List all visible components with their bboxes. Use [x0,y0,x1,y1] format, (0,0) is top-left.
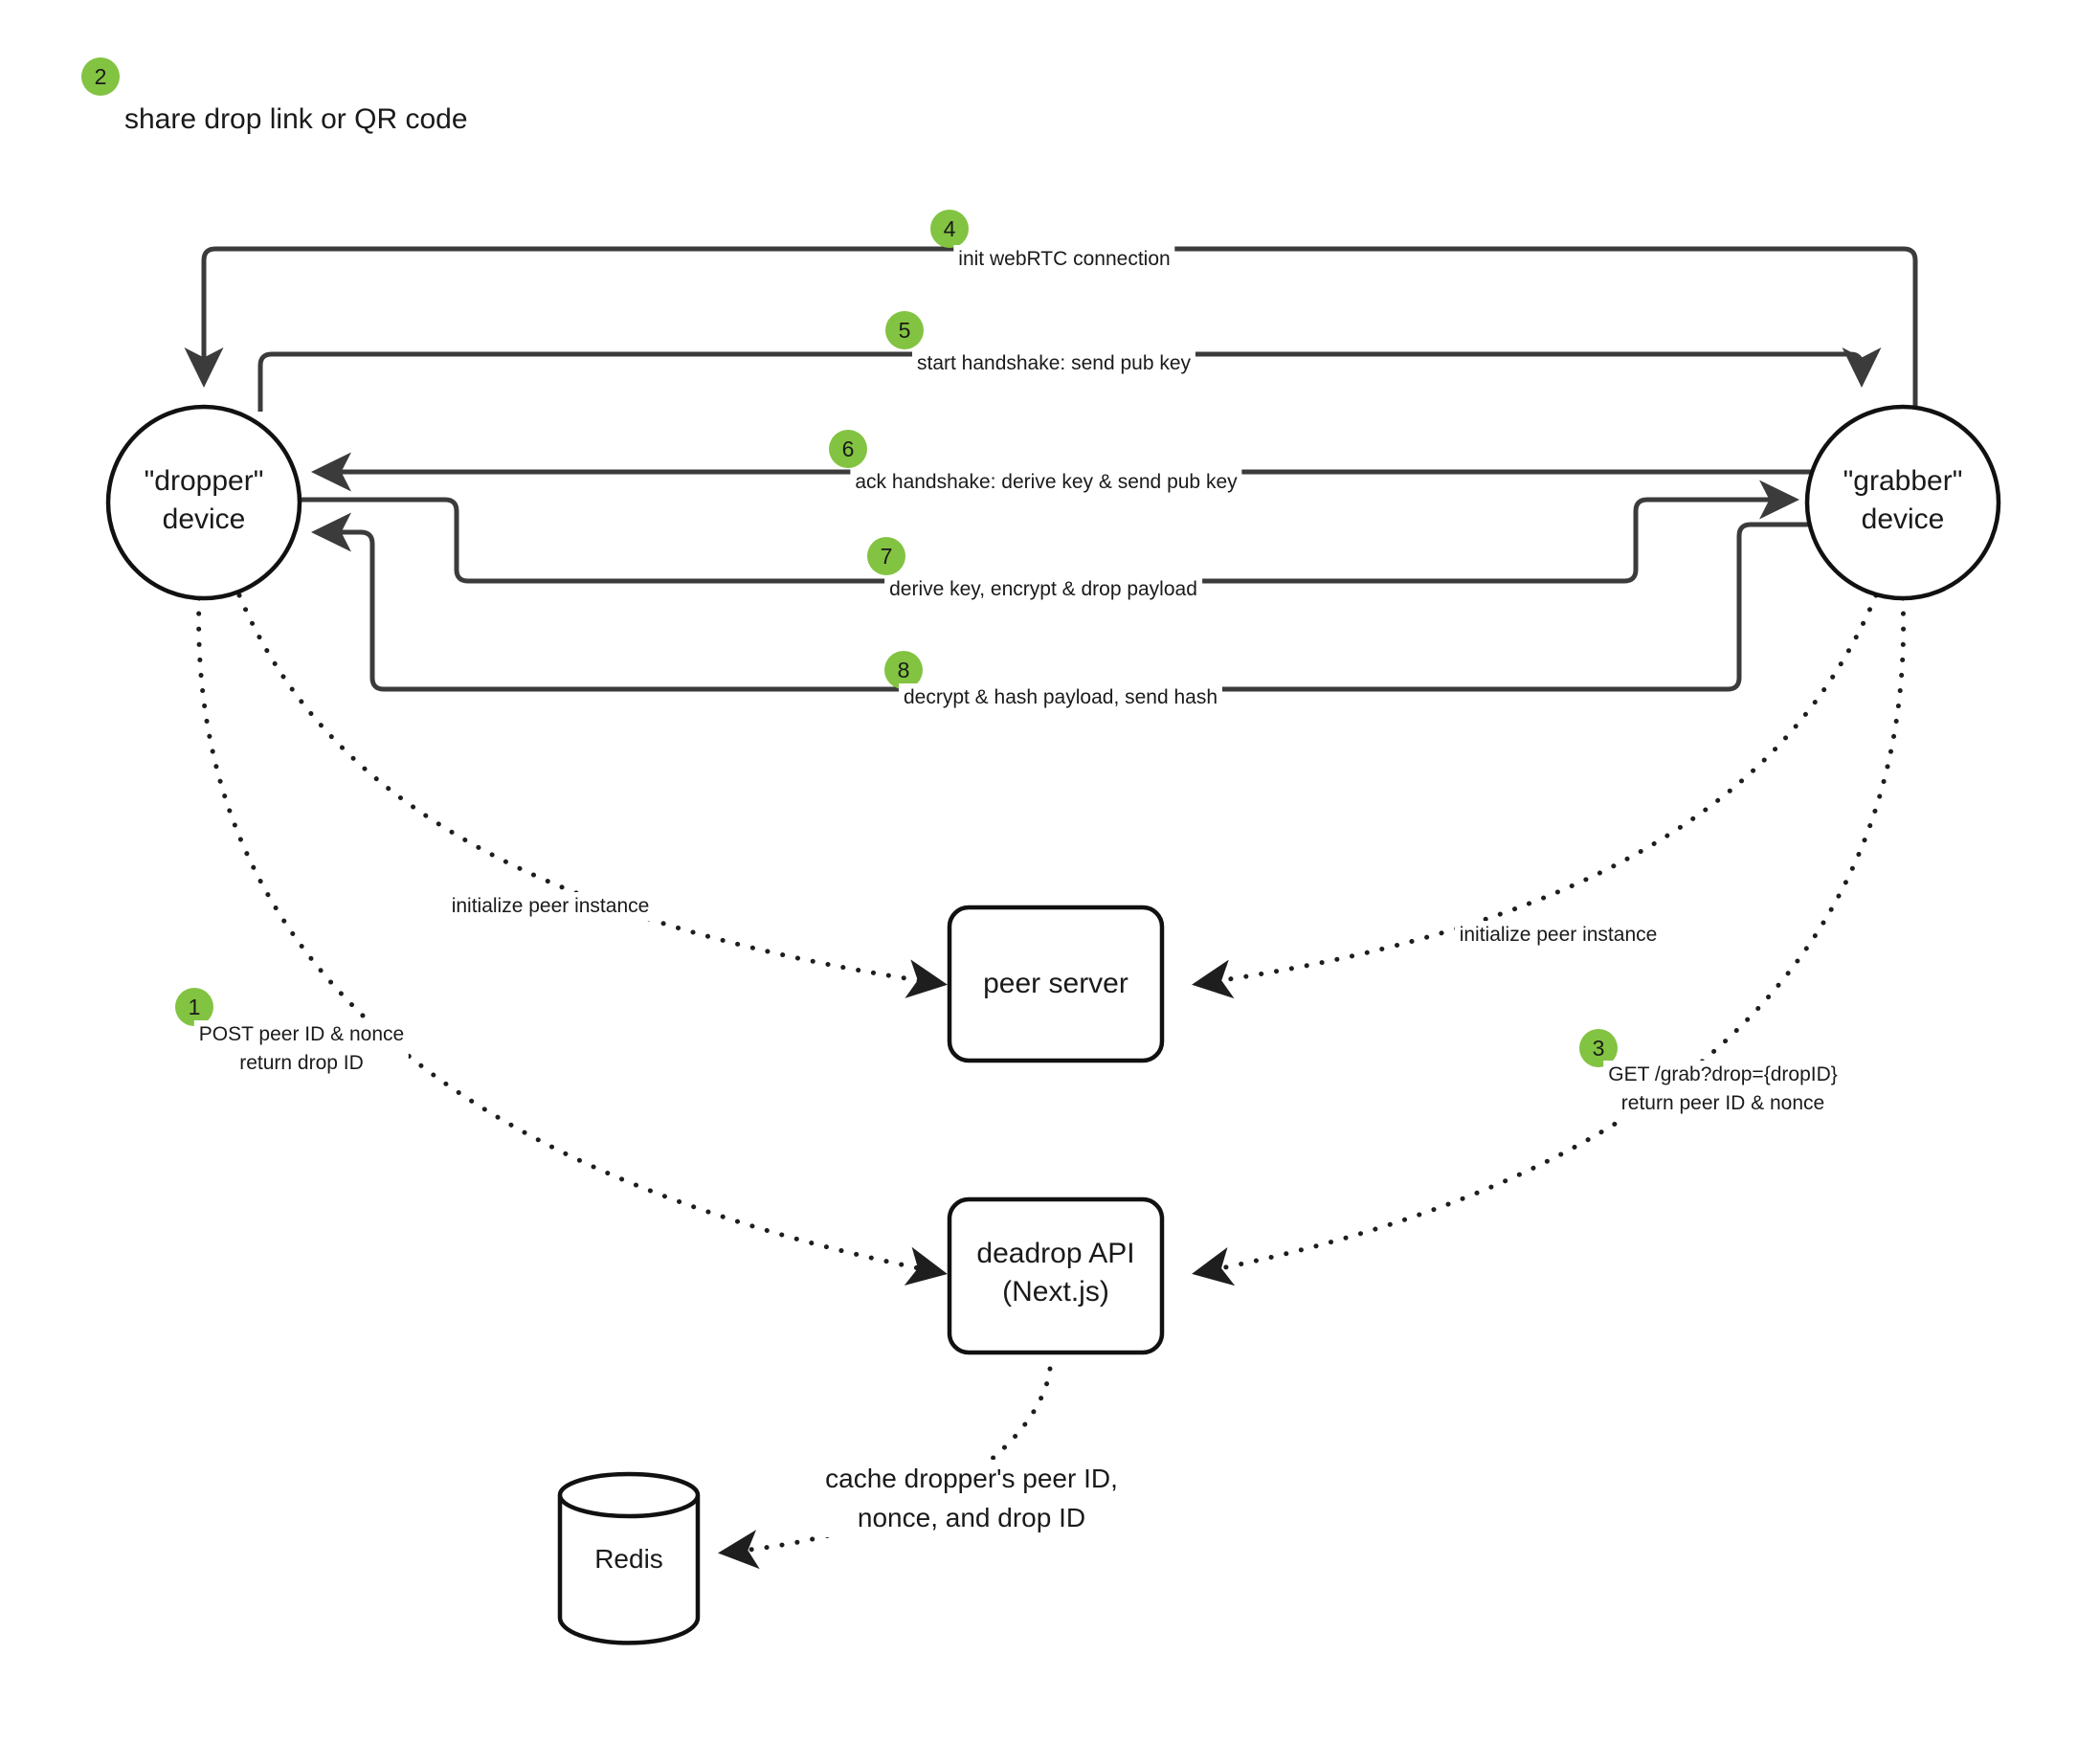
step-badge-4: 4 [930,210,969,248]
step-badge-7: 7 [867,537,905,575]
step-badge-6: 6 [829,430,867,468]
edge-path-7 [279,480,1799,584]
edge-path-3 [1192,595,1907,1286]
step-badge-1: 1 [175,988,213,1026]
node-shape-grabber [1804,404,2001,601]
step-badge-2: 2 [81,57,120,96]
edge-label-init-peer-right: initialize peer instance [1454,921,1663,950]
step-badge-5: 5 [885,311,924,349]
edge-label-init-peer-left: initialize peer instance [446,892,655,922]
edge-path-1 [196,595,948,1286]
node-shape-redis-top [557,1471,701,1519]
share-drop-link-note: share drop link or QR code [124,103,468,135]
edge-label-6: ack handshake: derive key & send pub key [850,468,1242,498]
step-badge-8: 8 [884,651,923,689]
node-shape-redis [557,1495,701,1645]
edge-path-cache [718,1366,1053,1570]
node-shape-deadrop-api [947,1196,1165,1355]
edge-label-cache: cache dropper's peer ID, nonce, and drop… [820,1460,1123,1538]
edge-label-1: POST peer ID & nonce return drop ID [193,1020,410,1079]
node-shape-dropper [105,404,302,601]
edge-path-8 [311,512,1827,692]
edge-label-4: init webRTC connection [953,245,1175,275]
edge-label-3: GET /grab?drop={dropID} return peer ID &… [1603,1061,1843,1119]
edge-path-init-peer-left [236,593,948,998]
edge-label-8: decrypt & hash payload, send hash [898,683,1223,713]
edge-label-5: start handshake: send pub key [911,349,1196,379]
edge-label-7: derive key, encrypt & drop payload [884,575,1202,605]
edge-path-init-peer-right [1192,593,1879,999]
node-shape-peer-server [947,905,1165,1063]
